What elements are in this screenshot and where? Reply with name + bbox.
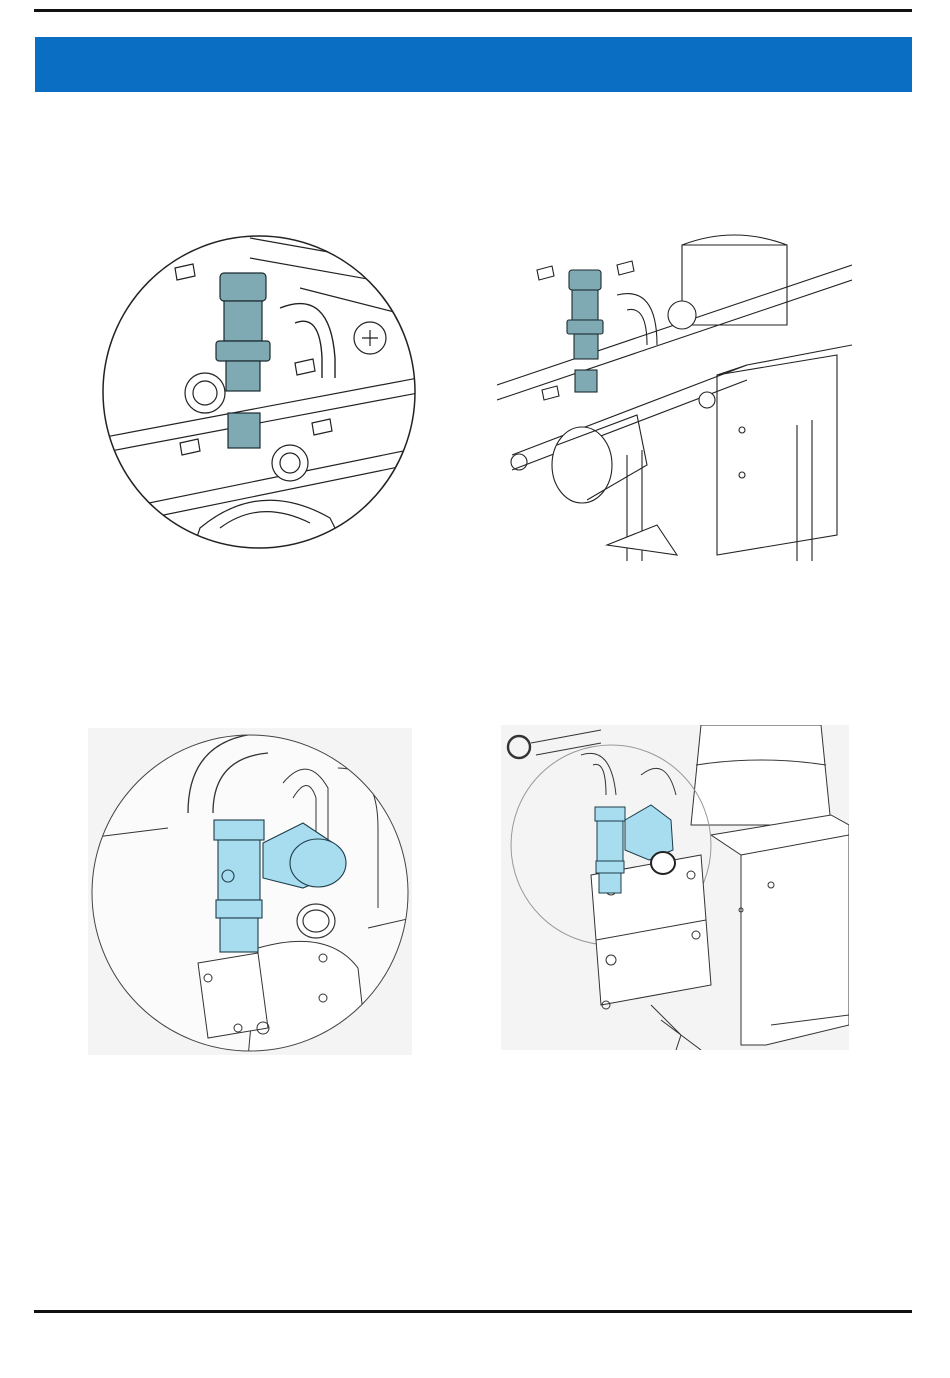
section-banner (35, 37, 912, 92)
pump-manifold-overview-figure (501, 725, 849, 1050)
valve-assembly-overview-figure (497, 225, 852, 561)
highlighted-valve (567, 270, 603, 392)
top-rule (34, 9, 912, 12)
pump-manifold-detail-zoom-figure (88, 728, 412, 1055)
bottom-rule (34, 1310, 912, 1313)
valve-detail-zoom-figure (100, 228, 418, 556)
